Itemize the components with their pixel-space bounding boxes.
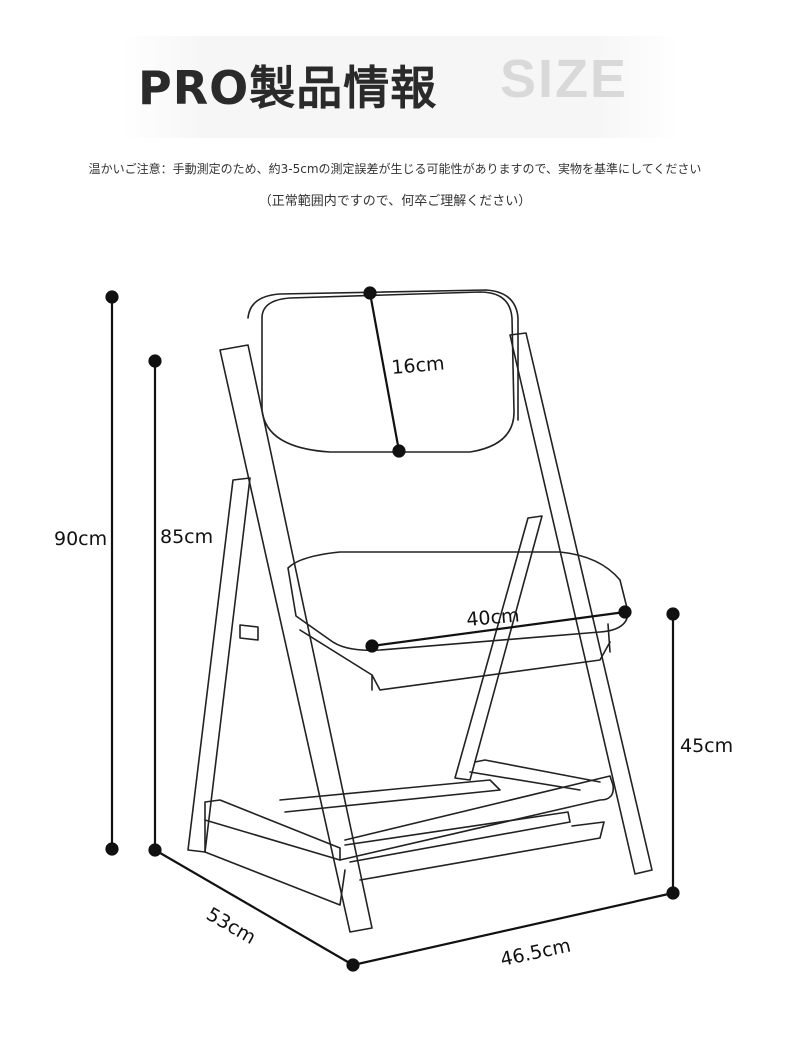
footrest-tube	[279, 779, 501, 813]
footrest-bar	[339, 775, 615, 861]
seat-height-label: 45cm	[680, 735, 733, 757]
depth-label: 53cm	[203, 903, 260, 949]
width-line	[352, 891, 674, 967]
right-back-upright	[509, 332, 653, 875]
tolerance-note: （正常範囲内ですので、何卒ご理解ください）	[258, 194, 532, 209]
page-title: PRO製品情報	[138, 61, 438, 115]
seat-width-left-dot	[365, 639, 379, 653]
size-accent-title: SIZE	[500, 49, 629, 109]
width-label: 46.5cm	[498, 935, 572, 971]
seat-frame-lower	[371, 623, 611, 691]
bottom-rail-front	[204, 819, 346, 906]
left-back-upright	[219, 344, 373, 933]
right-front-leg	[454, 515, 543, 781]
overall-height-top-dot	[105, 290, 119, 304]
back-height-top-dot	[148, 354, 162, 368]
backrest-cushion	[261, 291, 515, 453]
seat-width-line	[371, 610, 626, 648]
overall-height-label: 90cm	[54, 528, 107, 550]
title-banner	[120, 36, 680, 138]
back-height-label: 85cm	[160, 526, 213, 548]
measurement-note: 温かいご注意：手動測定のため、約3-5cmの測定誤差が生じる可能性がありますので…	[88, 162, 702, 176]
seat-width-right-dot	[618, 605, 632, 619]
bottom-rail-left	[204, 799, 341, 861]
backrest-height-label: 16cm	[391, 352, 446, 379]
backrest-height-line	[368, 292, 401, 452]
rear-bar	[469, 759, 601, 791]
dimension-lines	[105, 286, 680, 972]
backrest-bottom-dot	[392, 444, 406, 458]
side-rail	[239, 624, 259, 641]
backrest-inner	[247, 289, 519, 421]
seat-frame	[299, 629, 611, 691]
footrest-bar-2	[344, 811, 571, 863]
depth-line	[154, 849, 354, 966]
seat-width-label: 40cm	[466, 604, 521, 631]
backrest-top-dot	[363, 286, 377, 300]
overall-height-bottom-dot	[105, 842, 119, 856]
chair-drawing	[187, 289, 653, 933]
back-bottom-bar	[359, 821, 605, 881]
seat-height-top-dot	[666, 607, 680, 621]
